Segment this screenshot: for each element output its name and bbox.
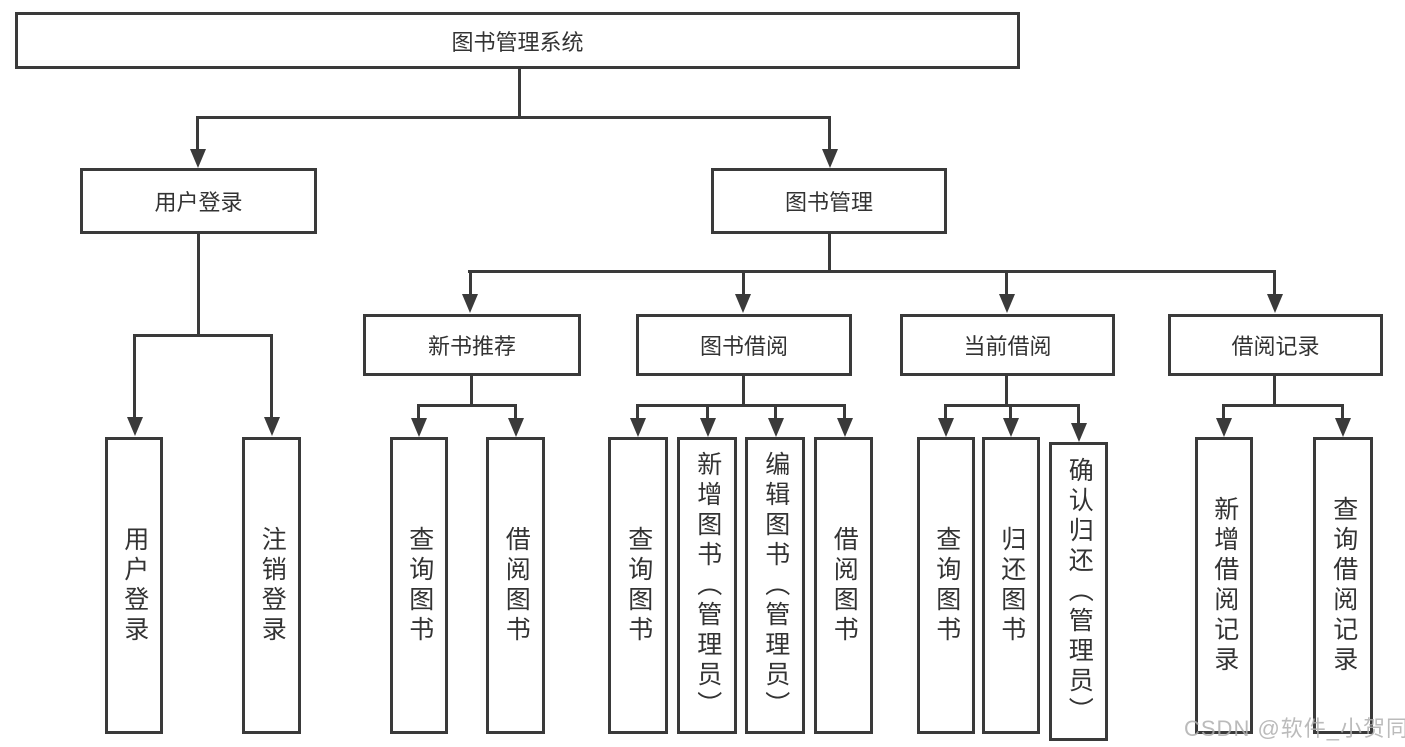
arrowhead-icon xyxy=(1267,294,1283,313)
leaf-query-books-2: 查询图书 xyxy=(608,437,668,734)
arrowhead-icon xyxy=(1335,418,1351,437)
connector-line xyxy=(196,116,199,150)
connector-line xyxy=(636,404,639,420)
node-user-login: 用户登录 xyxy=(80,168,317,234)
arrowhead-icon xyxy=(630,418,646,437)
node-root-library-system: 图书管理系统 xyxy=(15,12,1020,69)
arrowhead-icon xyxy=(411,418,427,437)
leaf-borrow-books-1: 借阅图书 xyxy=(486,437,545,734)
leaf-query-borrow-record: 查询借阅记录 xyxy=(1313,437,1373,734)
leaf-borrow-books-2: 借阅图书 xyxy=(814,437,873,734)
connector-line xyxy=(468,270,1276,273)
connector-line xyxy=(636,404,846,407)
arrowhead-icon xyxy=(264,417,280,436)
leaf-return-book: 归还图书 xyxy=(982,437,1040,734)
arrowhead-icon xyxy=(190,149,206,168)
connector-line xyxy=(470,374,473,406)
node-book-borrow: 图书借阅 xyxy=(636,314,852,376)
node-book-management: 图书管理 xyxy=(711,168,947,234)
connector-line xyxy=(133,334,136,418)
connector-line xyxy=(742,374,745,406)
node-current-borrow: 当前借阅 xyxy=(900,314,1115,376)
connector-line xyxy=(774,404,777,420)
leaf-query-books-1: 查询图书 xyxy=(390,437,448,734)
arrowhead-icon xyxy=(1003,418,1019,437)
connector-line xyxy=(843,404,846,420)
connector-line xyxy=(944,404,947,420)
connector-line xyxy=(1222,404,1344,407)
connector-line xyxy=(944,404,1080,407)
arrowhead-icon xyxy=(508,418,524,437)
arrowhead-icon xyxy=(837,418,853,437)
arrowhead-icon xyxy=(999,294,1015,313)
leaf-user-login: 用户登录 xyxy=(105,437,163,734)
connector-line xyxy=(1077,404,1080,425)
leaf-edit-book-admin: 编辑图书（管理员） xyxy=(745,437,805,734)
connector-line xyxy=(1005,270,1008,295)
connector-line xyxy=(196,116,831,119)
connector-line xyxy=(518,68,521,118)
connector-line xyxy=(417,404,517,407)
node-new-book-recommend: 新书推荐 xyxy=(363,314,581,376)
connector-line xyxy=(1341,404,1344,420)
arrowhead-icon xyxy=(127,417,143,436)
arrowhead-icon xyxy=(462,294,478,313)
node-borrow-records: 借阅记录 xyxy=(1168,314,1383,376)
csdn-watermark: CSDN @软件_小贺同学 xyxy=(1184,716,1405,741)
leaf-add-book-admin: 新增图书（管理员） xyxy=(677,437,737,734)
connector-line xyxy=(742,270,745,295)
arrowhead-icon xyxy=(822,149,838,168)
connector-line xyxy=(1273,270,1276,295)
leaf-confirm-return-admin: 确认归还（管理员） xyxy=(1049,442,1108,741)
connector-line xyxy=(828,116,831,150)
leaf-query-books-3: 查询图书 xyxy=(917,437,975,734)
connector-line xyxy=(197,233,200,336)
arrowhead-icon xyxy=(735,294,751,313)
connector-line xyxy=(1005,374,1008,406)
arrowhead-icon xyxy=(938,418,954,437)
connector-line xyxy=(1222,404,1225,420)
connector-line xyxy=(270,334,273,418)
connector-line xyxy=(1273,374,1276,406)
arrowhead-icon xyxy=(1216,418,1232,437)
connector-line xyxy=(133,334,273,337)
connector-line xyxy=(417,404,420,420)
arrowhead-icon xyxy=(700,418,716,437)
arrowhead-icon xyxy=(768,418,784,437)
connector-line xyxy=(1009,404,1012,420)
connector-line xyxy=(514,404,517,420)
connector-line xyxy=(828,233,831,273)
connector-line xyxy=(706,404,709,420)
connector-line xyxy=(469,270,472,295)
arrowhead-icon xyxy=(1071,423,1087,442)
leaf-logout: 注销登录 xyxy=(242,437,301,734)
leaf-add-borrow-record: 新增借阅记录 xyxy=(1195,437,1253,734)
